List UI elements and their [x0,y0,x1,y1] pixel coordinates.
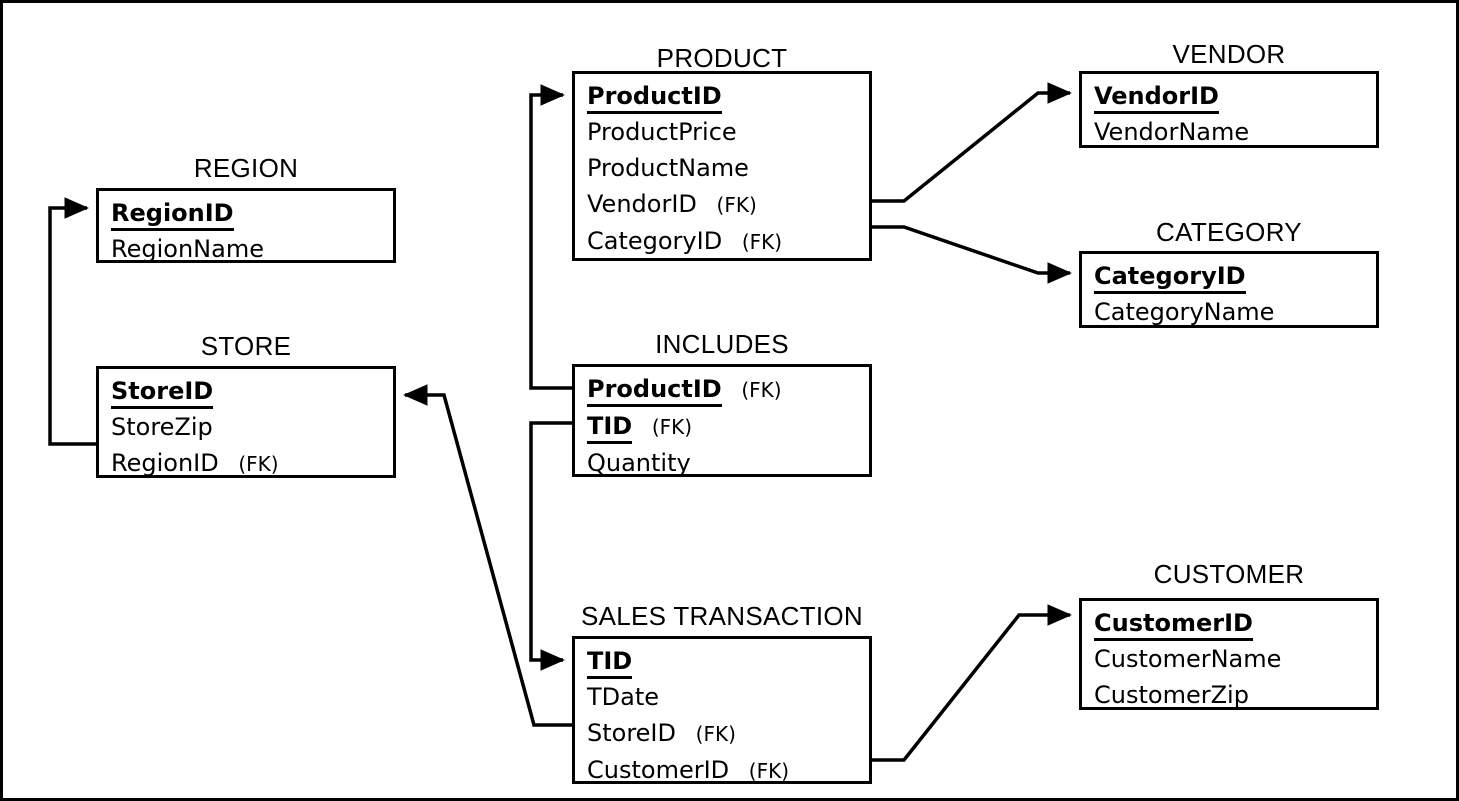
attribute-name: ProductName [587,154,749,182]
attribute-row: CustomerZip [1094,677,1376,713]
attribute-row: CategoryID [1094,258,1376,294]
foreign-key-label: (FK) [741,378,782,402]
attribute-name: TID [587,646,633,679]
attribute-name: RegionID [111,198,234,231]
attribute-name: CustomerID [587,756,730,784]
edge-includes-product [529,84,572,390]
attribute-row: Quantity [587,445,869,481]
entity-title-includes: INCLUDES [655,329,789,359]
attribute-row: StoreZip [111,409,393,445]
attribute-row: ProductID (FK) [587,371,869,408]
foreign-key-label: (FK) [748,759,790,783]
entity-box-customer[interactable]: CustomerID CustomerName CustomerZip [1079,598,1379,710]
attribute-row: CategoryName [1094,294,1376,330]
attribute-row: CustomerName [1094,641,1376,677]
attribute-name: TDate [587,683,660,711]
attribute-name: CategoryID [1094,261,1246,294]
entity-box-category[interactable]: CategoryID CategoryName [1079,251,1379,328]
attribute-name: CustomerZip [1094,681,1249,709]
foreign-key-label: (FK) [651,415,693,439]
attribute-row: TID (FK) [587,408,869,445]
entity-box-includes[interactable]: ProductID (FK) TID (FK) Quantity [572,364,872,477]
entity-title-vendor: VENDOR [1172,39,1286,69]
edge-product-category [872,225,1072,284]
entity-title-product: PRODUCT [656,43,788,73]
attribute-row: VendorID [1094,78,1376,114]
attribute-name: TID [587,411,633,444]
attribute-name: VendorID [1094,81,1219,114]
attribute-row: RegionID (FK) [111,445,393,482]
attribute-row: CategoryID (FK) [587,223,869,260]
attribute-row: VendorID (FK) [587,186,869,223]
attribute-name: CategoryName [1094,298,1275,326]
edge-store-region [48,197,96,446]
entity-title-region: REGION [193,153,299,183]
attribute-row: ProductName [587,150,869,186]
attribute-name: VendorID [587,190,697,218]
edge-transaction-customer [872,604,1072,762]
attribute-list-customer: CustomerID CustomerName CustomerZip [1082,601,1376,717]
attribute-name: CustomerID [1094,608,1253,641]
attribute-row: TDate [587,679,869,715]
attribute-row: RegionID [111,195,393,231]
attribute-name: Quantity [587,449,691,477]
attribute-name: CustomerName [1094,645,1282,673]
foreign-key-label: (FK) [716,193,757,217]
attribute-list-category: CategoryID CategoryName [1082,254,1376,334]
attribute-list-vendor: VendorID VendorName [1082,74,1376,154]
attribute-name: ProductPrice [587,118,737,146]
foreign-key-label: (FK) [238,452,279,476]
attribute-list-region: RegionID RegionName [99,191,393,271]
attribute-row: CustomerID (FK) [587,752,869,789]
attribute-list-store: StoreID StoreZip RegionID (FK) [99,369,393,486]
entity-box-sales-transaction[interactable]: TID TDate StoreID (FK) CustomerID (FK) [572,636,872,784]
attribute-list-product: ProductID ProductPrice ProductName Vendo… [575,74,869,264]
attribute-name: RegionName [111,235,264,263]
entity-box-product[interactable]: ProductID ProductPrice ProductName Vendo… [572,71,872,261]
attribute-list-includes: ProductID (FK) TID (FK) Quantity [575,367,869,485]
attribute-name: StoreZip [111,413,213,441]
foreign-key-label: (FK) [741,230,783,254]
edge-product-vendor [872,82,1072,203]
attribute-row: StoreID (FK) [587,715,869,752]
attribute-row: CustomerID [1094,605,1376,641]
attribute-name: StoreID [587,719,676,747]
attribute-name: VendorName [1094,118,1250,146]
attribute-row: StoreID [111,373,393,409]
attribute-name: StoreID [111,376,214,409]
foreign-key-label: (FK) [695,722,736,746]
entity-box-region[interactable]: RegionID RegionName [96,188,396,263]
attribute-name: ProductID [587,374,722,407]
entity-title-sales-transaction: SALES TRANSACTION [580,601,864,631]
entity-title-category: CATEGORY [1156,217,1302,247]
attribute-name: CategoryID [587,227,723,255]
attribute-row: VendorName [1094,114,1376,150]
edge-transaction-store [403,384,572,727]
edge-includes-transaction [529,421,572,671]
attribute-row: RegionName [111,231,393,267]
attribute-row: ProductID [587,78,869,114]
entity-box-vendor[interactable]: VendorID VendorName [1079,71,1379,148]
attribute-row: ProductPrice [587,114,869,150]
attribute-name: ProductID [587,81,722,114]
entity-title-store: STORE [200,331,292,361]
entity-box-store[interactable]: StoreID StoreZip RegionID (FK) [96,366,396,478]
attribute-name: RegionID [111,449,219,477]
attribute-list-sales-transaction: TID TDate StoreID (FK) CustomerID (FK) [575,639,869,793]
attribute-row: TID [587,643,869,679]
entity-title-customer: CUSTOMER [1153,559,1305,589]
